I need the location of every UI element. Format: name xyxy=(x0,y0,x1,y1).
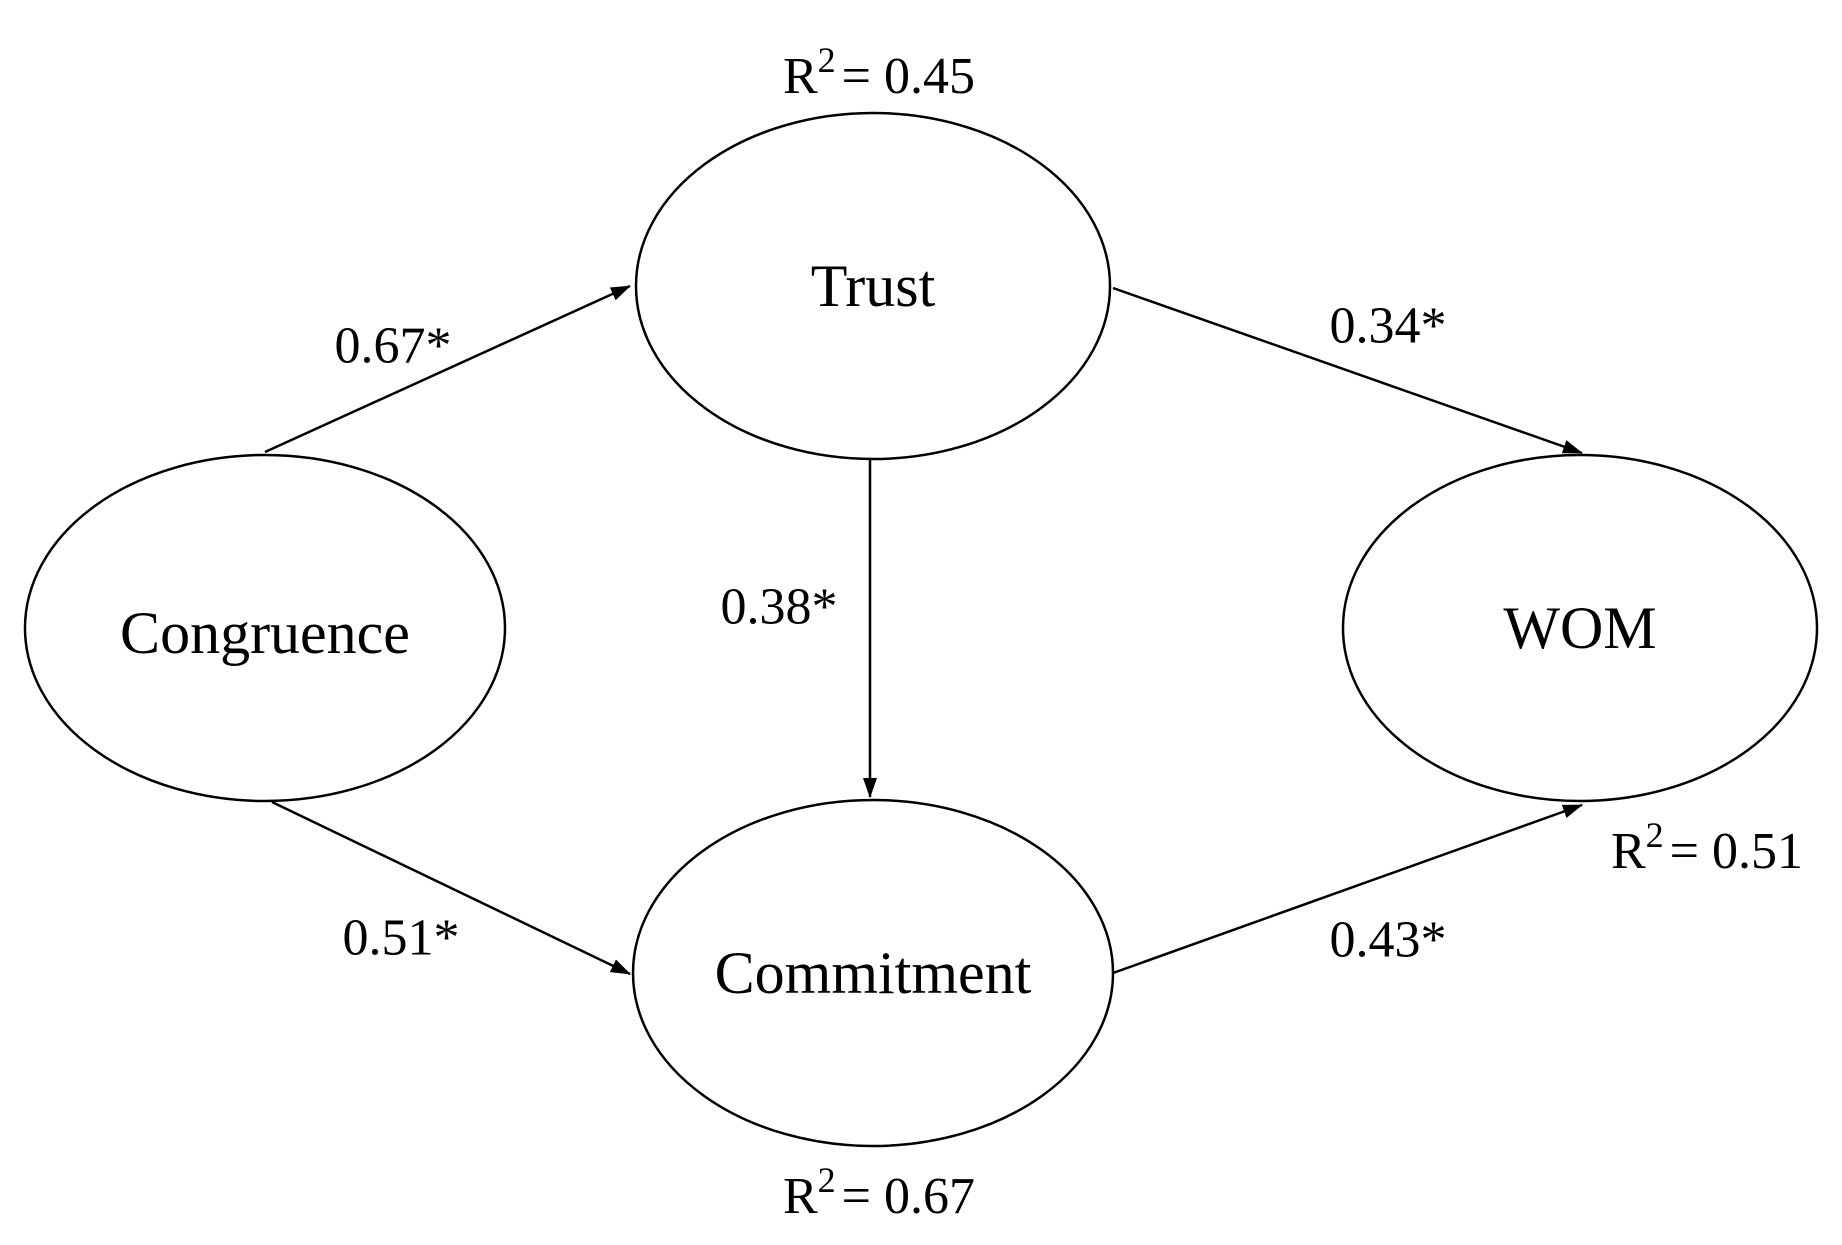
r2-trust: R2= 0.45 xyxy=(783,40,975,105)
node-trust-label: Trust xyxy=(811,253,936,319)
coef-congruence-trust: 0.67* xyxy=(335,318,452,375)
node-congruence-label: Congruence xyxy=(120,600,410,666)
coef-congruence-commitment: 0.51* xyxy=(343,910,460,967)
r2-wom-value: = 0.51 xyxy=(1670,823,1803,880)
node-commitment-label: Commitment xyxy=(715,940,1032,1006)
r2-commitment-exponent: 2 xyxy=(818,1160,836,1200)
r2-wom: R2= 0.51 xyxy=(1611,815,1803,880)
r2-wom-symbol: R xyxy=(1611,823,1646,880)
edge-commitment-wom xyxy=(1112,803,1583,975)
r2-wom-exponent: 2 xyxy=(1646,815,1664,855)
coef-trust-wom: 0.34* xyxy=(1330,298,1447,355)
r2-commitment-symbol: R xyxy=(783,1168,818,1225)
node-commitment: Commitment xyxy=(631,798,1115,1148)
r2-commitment: R2= 0.67 xyxy=(783,1160,975,1225)
r2-commitment-value: = 0.67 xyxy=(842,1168,975,1225)
coef-commitment-wom: 0.43* xyxy=(1330,912,1447,969)
edge-congruence-commitment xyxy=(271,800,631,976)
coef-trust-commitment: 0.38* xyxy=(721,579,838,636)
edge-congruence-trust xyxy=(264,284,631,454)
edge-trust-wom xyxy=(1112,286,1583,455)
node-trust: Trust xyxy=(634,111,1112,461)
r2-trust-symbol: R xyxy=(783,48,818,105)
r2-trust-exponent: 2 xyxy=(818,40,836,80)
node-wom-label: WOM xyxy=(1503,595,1656,661)
node-wom: WOM xyxy=(1341,453,1819,803)
r2-trust-value: = 0.45 xyxy=(842,48,975,105)
node-congruence: Congruence xyxy=(23,453,507,803)
